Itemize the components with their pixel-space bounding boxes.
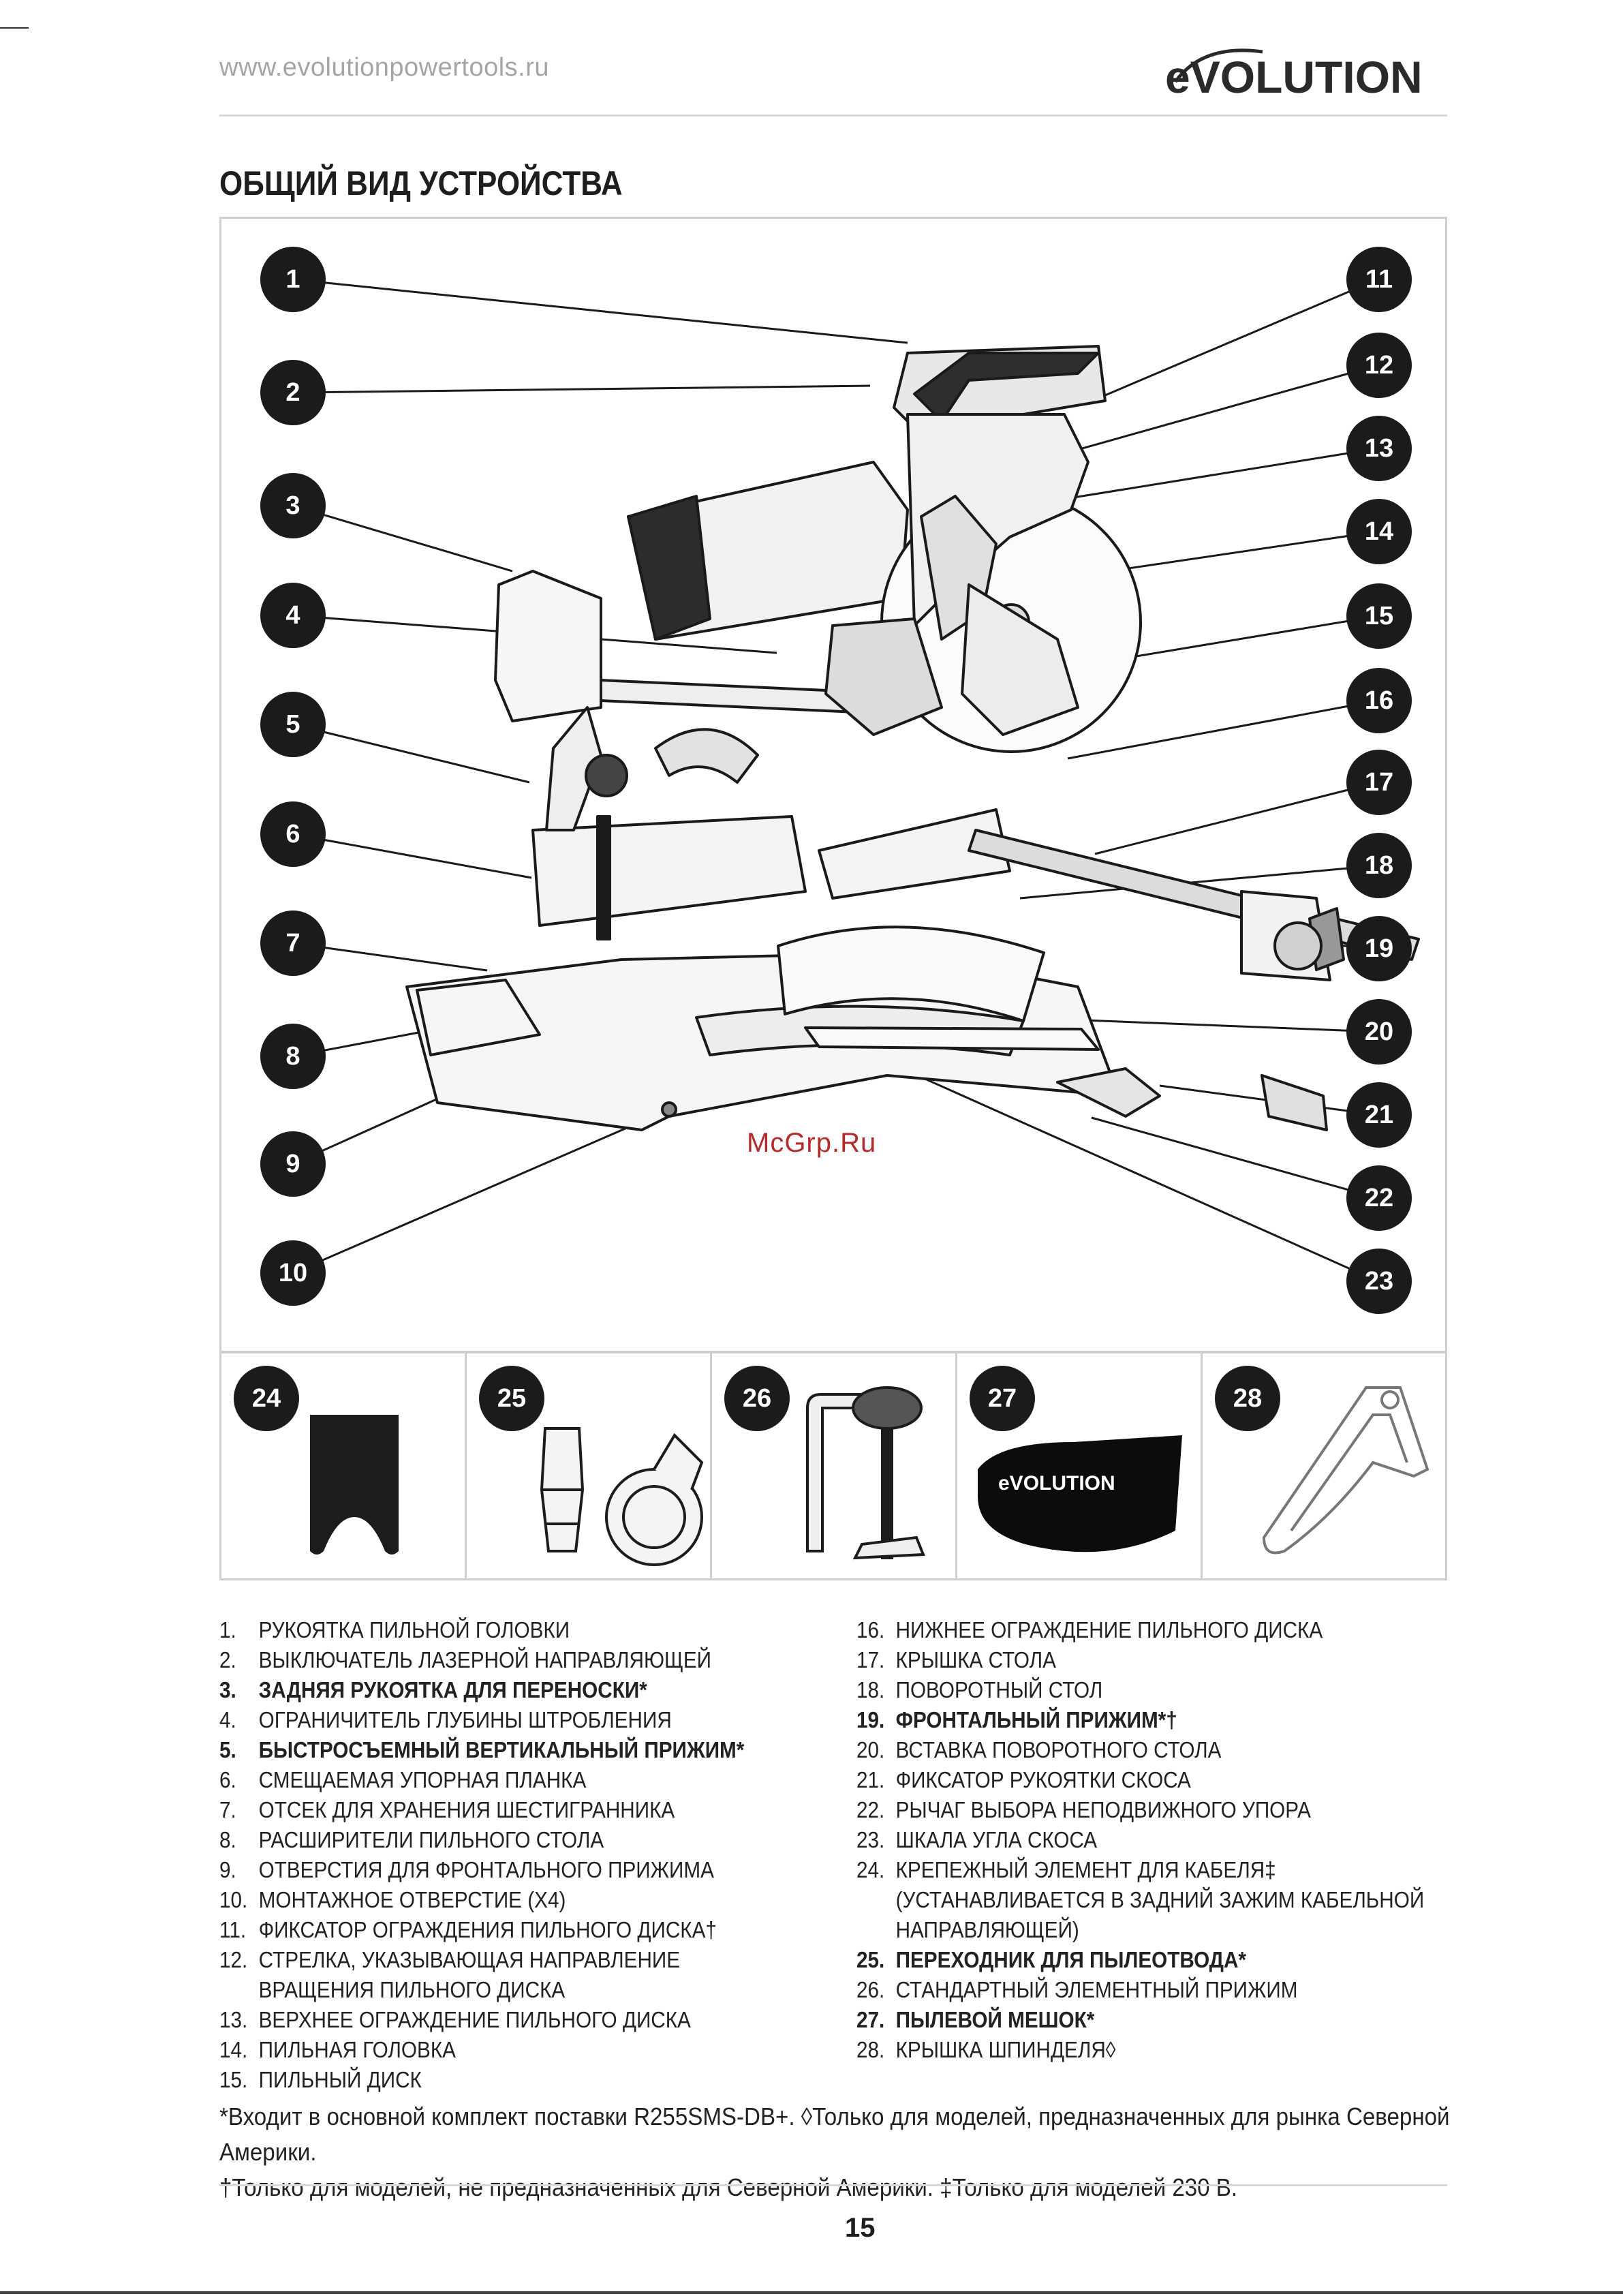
callout-12: 12 [1346,333,1412,398]
dust-adaptor-icon [540,1427,704,1566]
legend-item-1: 1.РУКОЯТКА ПИЛЬНОЙ ГОЛОВКИ [219,1617,570,1642]
legend-item-28: 28.КРЫШКА ШПИНДЕЛЯ◊ [856,2037,1116,2062]
brand-wordmark: eVOLUTION [1165,52,1423,101]
header-divider [219,114,1447,117]
legend-item-18: 18.ПОВОРОТНЫЙ СТОЛ [856,1677,1103,1702]
callout-4: 4 [260,583,326,648]
callout-10: 10 [260,1240,326,1306]
callout-14: 14 [1346,499,1412,564]
legend-item-23: 23.ШКАЛА УГЛА СКОСА [856,1827,1098,1852]
legend-item-22: 22.РЫЧАГ ВЫБОРА НЕПОДВИЖНОГО УПОРА [856,1797,1311,1822]
legend-item-12: 12.СТРЕЛКА, УКАЗЫВАЮЩАЯ НАПРАВЛЕНИЕ [219,1947,681,1972]
callout-7: 7 [260,910,326,976]
legend-item-16: 16.НИЖНЕЕ ОГРАЖДЕНИЕ ПИЛЬНОГО ДИСКА [856,1617,1323,1642]
bag-brand-text: eVOLUTION [998,1472,1115,1495]
callout-13: 13 [1346,416,1412,481]
accessories-row: 24 25 26 27 [219,1351,1447,1580]
site-url[interactable]: www.evolutionpowertools.ru [219,53,550,82]
legend-item-24-continued-2: НАПРАВЛЯЮЩЕЙ) [895,1917,1079,1942]
legend-item-3: 3.ЗАДНЯЯ РУКОЯТКА ДЛЯ ПЕРЕНОСКИ* [219,1677,647,1702]
callout-21: 21 [1346,1082,1412,1148]
accessory-number: 25 [479,1366,544,1431]
clamp-icon [806,1386,925,1560]
callout-3: 3 [260,473,326,538]
callout-5: 5 [260,692,326,757]
legend-left-column: 1.РУКОЯТКА ПИЛЬНОЙ ГОЛОВКИ 2.ВЫКЛЮЧАТЕЛЬ… [219,1615,744,2095]
legend-item-11: 11.ФИКСАТОР ОГРАЖДЕНИЯ ПИЛЬНОГО ДИСКА† [219,1917,717,1942]
legend-right-column: 16.НИЖНЕЕ ОГРАЖДЕНИЕ ПИЛЬНОГО ДИСКА 17.К… [856,1615,1424,2065]
legend-item-7: 7.ОТСЕК ДЛЯ ХРАНЕНИЯ ШЕСТИГРАННИКА [219,1797,675,1822]
legend-item-10: 10.МОНТАЖНОЕ ОТВЕРСТИЕ (Х4) [219,1887,566,1912]
legend-item-13: 13.ВЕРХНЕЕ ОГРАЖДЕНИЕ ПИЛЬНОГО ДИСКА [219,2007,691,2032]
callout-2: 2 [260,360,326,425]
page-title: ОБЩИЙ ВИД УСТРОЙСТВА [219,164,623,202]
legend-item-27: 27.ПЫЛЕВОЙ МЕШОК* [856,2007,1095,2032]
legend-item-21: 21.ФИКСАТОР РУКОЯТКИ СКОСА [856,1767,1191,1792]
legend-item-24-continued: (УСТАНАВЛИВАЕТСЯ В ЗАДНИЙ ЗАЖИМ КАБЕЛЬНО… [895,1887,1425,1912]
callout-17: 17 [1346,750,1412,815]
footer-divider [219,2184,1447,2186]
callout-18: 18 [1346,833,1412,898]
dust-bag-icon: eVOLUTION [978,1435,1182,1552]
legend-item-26: 26.СТАНДАРТНЫЙ ЭЛЕМЕНТНЫЙ ПРИЖИМ [856,1977,1298,2002]
legend-item-24: 24.КРЕПЕЖНЫЙ ЭЛЕМЕНТ ДЛЯ КАБЕЛЯ‡ [856,1857,1276,1882]
legend-item-20: 20.ВСТАВКА ПОВОРОТНОГО СТОЛА [856,1737,1222,1762]
legend-item-19: 19.ФРОНТАЛЬНЫЙ ПРИЖИМ*† [856,1707,1177,1732]
accessory-number: 26 [724,1366,790,1431]
legend-item-9: 9.ОТВЕРСТИЯ ДЛЯ ФРОНТАЛЬНОГО ПРИЖИМА [219,1857,714,1882]
legend-item-25: 25.ПЕРЕХОДНИК ДЛЯ ПЫЛЕОТВОДА* [856,1947,1246,1972]
footnote-line-2: †Только для моделей, не предназначенных … [219,2173,1238,2201]
mitre-saw-drawing [292,278,1420,1283]
legend-item-12-continued: ВРАЩЕНИЯ ПИЛЬНОГО ДИСКА [258,1977,566,2002]
callout-6: 6 [260,801,326,867]
spindle-cover-icon [1262,1386,1429,1555]
legend-item-15: 15.ПИЛЬНЫЙ ДИСК [219,2067,422,2092]
evolution-logo: eVOLUTION [1165,48,1423,101]
callout-23: 23 [1346,1249,1412,1314]
accessory-cell-26: 26 [710,1351,957,1580]
accessory-cell-28: 28 [1201,1351,1447,1580]
legend-item-5: 5.БЫСТРОСЪЕМНЫЙ ВЕРТИКАЛЬНЫЙ ПРИЖИМ* [219,1737,745,1762]
callout-9: 9 [260,1131,326,1197]
callout-22: 22 [1346,1165,1412,1231]
bottom-edge-line [0,2291,1623,2294]
accessory-cell-27: 27 eVOLUTION [955,1351,1203,1580]
accessory-number: 24 [234,1366,299,1431]
legend-item-14: 14.ПИЛЬНАЯ ГОЛОВКА [219,2037,456,2062]
callout-20: 20 [1346,999,1412,1065]
callout-15: 15 [1346,583,1412,649]
footnote-line-1: *Входит в основной комплект поставки R25… [219,2102,1450,2166]
accessory-cell-24: 24 [219,1351,467,1580]
accessory-number: 27 [970,1366,1035,1431]
legend-item-6: 6.СМЕЩАЕМАЯ УПОРНАЯ ПЛАНКА [219,1767,587,1792]
cable-clip-icon [310,1415,399,1555]
watermark: McGrp.Ru [747,1128,877,1158]
callout-11: 11 [1346,247,1412,312]
accessory-cell-25: 25 [465,1351,712,1580]
callout-1: 1 [260,247,326,312]
footnote: *Входит в основной комплект поставки R25… [219,2099,1504,2205]
callout-16: 16 [1346,668,1412,733]
callout-19: 19 [1346,916,1412,981]
legend-item-2: 2.ВЫКЛЮЧАТЕЛЬ ЛАЗЕРНОЙ НАПРАВЛЯЮЩЕЙ [219,1647,711,1672]
legend-item-17: 17.КРЫШКА СТОЛА [856,1647,1056,1672]
page-number: 15 [845,2213,876,2243]
callout-8: 8 [260,1024,326,1089]
accessory-number: 28 [1215,1366,1280,1431]
legend-item-8: 8.РАСШИРИТЕЛИ ПИЛЬНОГО СТОЛА [219,1827,604,1852]
corner-tick [0,27,29,29]
legend-item-4: 4.ОГРАНИЧИТЕЛЬ ГЛУБИНЫ ШТРОБЛЕНИЯ [219,1707,672,1732]
